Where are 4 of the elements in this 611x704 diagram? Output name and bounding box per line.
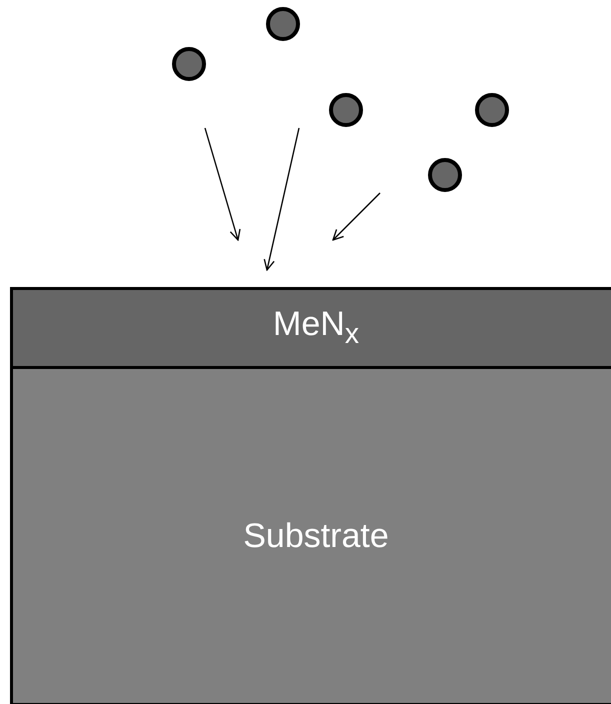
substrate-block: [10, 366, 611, 704]
film-layer: [10, 287, 611, 369]
layer-label: MeN$_{x}$: [273, 305, 359, 351]
layer-label: Substrate: [243, 516, 389, 556]
